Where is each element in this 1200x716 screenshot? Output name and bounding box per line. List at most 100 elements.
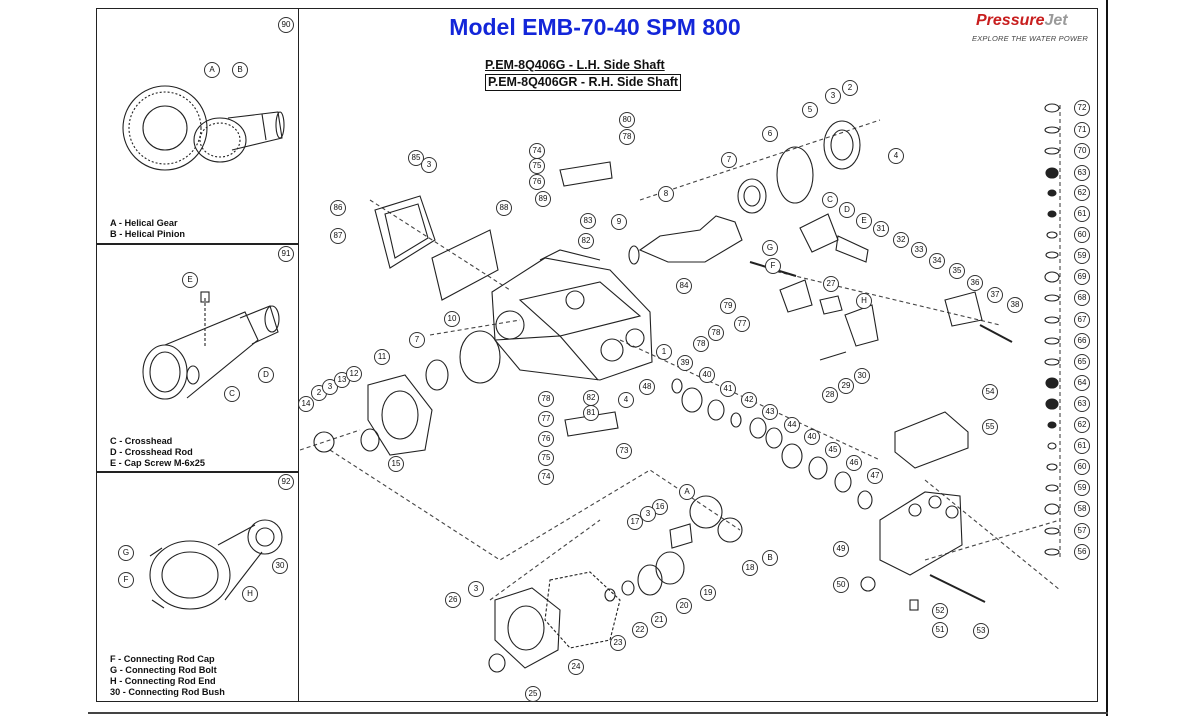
- inset-legend: F - Connecting Rod Cap G - Connecting Ro…: [110, 654, 225, 698]
- callout-bubble: 20: [676, 598, 692, 614]
- valve-stack-drawing: [1044, 103, 1060, 556]
- callout-bubble: 38: [1007, 297, 1023, 313]
- callout-bubble: 78: [538, 391, 554, 407]
- page-bottom-edge: [88, 712, 1108, 714]
- helical-gear-drawing: [122, 85, 285, 171]
- callout-bubble: 9: [611, 214, 627, 230]
- callout-bubble: 44: [784, 417, 800, 433]
- legend-item: 30 - Connecting Rod Bush: [110, 687, 225, 697]
- callout-bubble: 3: [825, 88, 841, 104]
- callout-bubble: 81: [583, 405, 599, 421]
- callout-bubble: 88: [496, 200, 512, 216]
- legend-item: B - Helical Pinion: [110, 229, 186, 239]
- callout-bubble: 71: [1074, 122, 1090, 138]
- callout-bubble: 90: [278, 17, 294, 33]
- callout-bubble: 4: [618, 392, 634, 408]
- callout-bubble: 78: [708, 325, 724, 341]
- callout-bubble: 82: [583, 390, 599, 406]
- drawing-frame: [96, 8, 1098, 702]
- callout-bubble: B: [762, 550, 778, 566]
- leader-lines: [299, 105, 1061, 601]
- inset-legend: A - Helical Gear B - Helical Pinion: [110, 218, 185, 240]
- callout-bubble: 55: [982, 419, 998, 435]
- callout-bubble: 3: [468, 581, 484, 597]
- callout-bubble: 23: [610, 635, 626, 651]
- callout-bubble: 18: [742, 560, 758, 576]
- callout-bubble: 6: [762, 126, 778, 142]
- callout-bubble: A: [679, 484, 695, 500]
- callout-bubble: 78: [693, 336, 709, 352]
- callout-bubble: 5: [802, 102, 818, 118]
- callout-bubble: 89: [535, 191, 551, 207]
- callout-bubble: 40: [804, 429, 820, 445]
- callout-bubble: F: [765, 258, 781, 274]
- crankshaft-drawing: [628, 120, 861, 265]
- callout-bubble: 35: [949, 263, 965, 279]
- callout-bubble: A: [204, 62, 220, 78]
- callout-bubble: 79: [720, 298, 736, 314]
- callout-bubble: 78: [619, 129, 635, 145]
- callout-bubble: 52: [932, 603, 948, 619]
- callout-bubble: 66: [1074, 333, 1090, 349]
- manifold-drawing: [860, 411, 986, 611]
- callout-bubble: 58: [1074, 501, 1090, 517]
- inset-divider: [96, 471, 299, 473]
- callout-bubble: 31: [873, 221, 889, 237]
- callout-bubble: 15: [388, 456, 404, 472]
- callout-bubble: F: [118, 572, 134, 588]
- callout-bubble: H: [242, 586, 258, 602]
- callout-bubble: 86: [330, 200, 346, 216]
- brand-logo: PressureJet: [976, 12, 1068, 30]
- callout-bubble: 75: [538, 450, 554, 466]
- callout-bubble: 7: [721, 152, 737, 168]
- callout-bubble: 92: [278, 474, 294, 490]
- callout-bubble: 33: [911, 242, 927, 258]
- legend-item: D - Crosshead Rod: [110, 447, 193, 457]
- callout-bubble: 4: [888, 148, 904, 164]
- page-edge: [1106, 0, 1108, 716]
- callout-bubble: 76: [538, 431, 554, 447]
- callout-bubble: 25: [525, 686, 541, 702]
- callout-bubble: 91: [278, 246, 294, 262]
- callout-bubble: 11: [374, 349, 390, 365]
- callout-bubble: 37: [987, 287, 1003, 303]
- brand-tagline: EXPLORE THE WATER POWER: [972, 34, 1089, 43]
- callout-bubble: 2: [842, 80, 858, 96]
- callout-bubble: 29: [838, 378, 854, 394]
- legend-item: A - Helical Gear: [110, 218, 178, 228]
- callout-bubble: 57: [1074, 523, 1090, 539]
- callout-bubble: 77: [538, 411, 554, 427]
- callout-bubble: 3: [640, 506, 656, 522]
- callout-bubble: 22: [632, 622, 648, 638]
- callout-bubble: 19: [700, 585, 716, 601]
- callout-bubble: 10: [444, 311, 460, 327]
- crosshead-assembly-drawing: [749, 213, 1013, 361]
- legend-item: C - Crosshead: [110, 436, 173, 446]
- callout-bubble: 53: [973, 623, 989, 639]
- part-number-lh: P.EM-8Q406G - L.H. Side Shaft: [485, 58, 665, 72]
- callout-bubble: 45: [825, 442, 841, 458]
- callout-bubble: E: [856, 213, 872, 229]
- callout-bubble: 16: [652, 499, 668, 515]
- callout-bubble: 56: [1074, 544, 1090, 560]
- callout-bubble: 46: [846, 455, 862, 471]
- callout-bubble: 72: [1074, 100, 1090, 116]
- callout-bubble: 73: [616, 443, 632, 459]
- callout-bubble: 49: [833, 541, 849, 557]
- callout-bubble: 26: [445, 592, 461, 608]
- callout-bubble: 67: [1074, 312, 1090, 328]
- callout-bubble: 62: [1074, 417, 1090, 433]
- callout-bubble: 47: [867, 468, 883, 484]
- callout-bubble: 65: [1074, 354, 1090, 370]
- callout-bubble: 39: [677, 355, 693, 371]
- legend-item: H - Connecting Rod End: [110, 676, 216, 686]
- inset-divider: [96, 243, 299, 245]
- callout-bubble: 8: [658, 186, 674, 202]
- callout-bubble: 74: [538, 469, 554, 485]
- callout-bubble: 7: [409, 332, 425, 348]
- crankcase-drawing: [491, 249, 653, 381]
- callout-bubble: 61: [1074, 206, 1090, 222]
- callout-bubble: 59: [1074, 480, 1090, 496]
- callout-bubble: 68: [1074, 290, 1090, 306]
